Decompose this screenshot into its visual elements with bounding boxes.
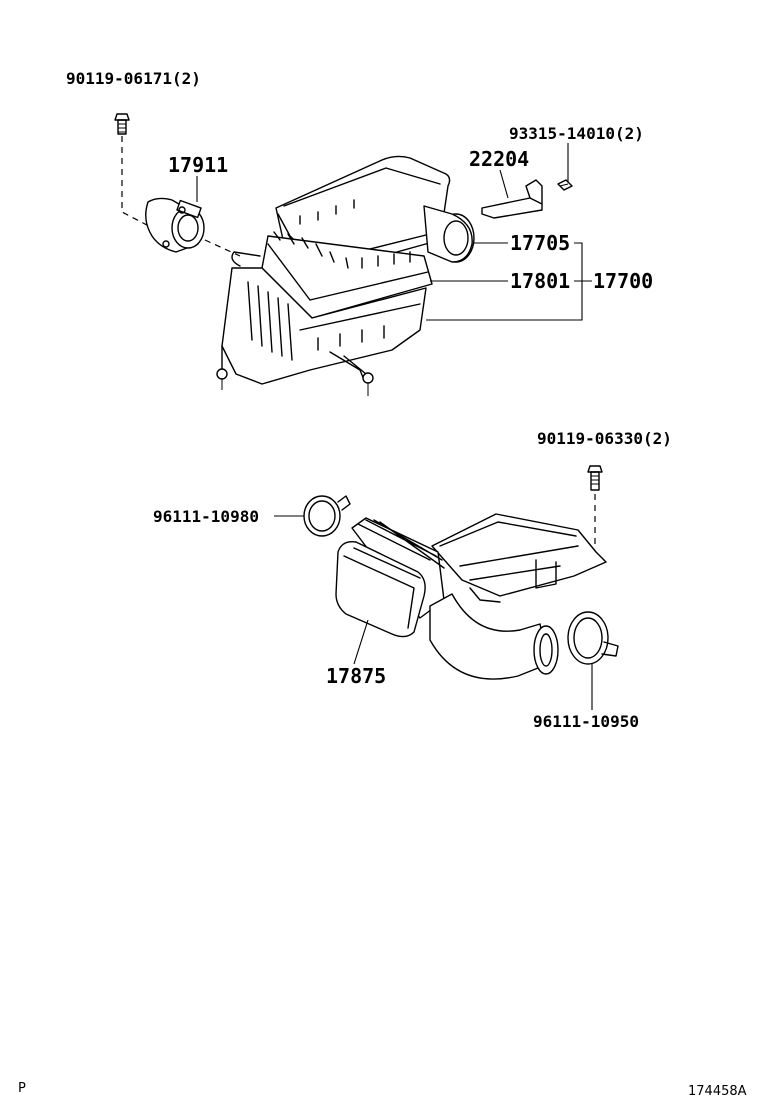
bolt-mid-part <box>587 465 603 491</box>
label-clamp-left: 96111-10980 <box>153 507 259 526</box>
screw-part <box>557 179 573 191</box>
label-clamp-right: 96111-10950 <box>533 712 639 731</box>
label-bolt-mid: 90119-06330(2) <box>537 429 672 448</box>
intake-hose-part <box>335 513 607 680</box>
sensor-part <box>145 197 205 253</box>
cleaner-case-part <box>216 251 427 396</box>
figure-code: 174458A <box>688 1084 747 1099</box>
label-clip: 22204 <box>469 147 529 171</box>
label-element: 17801 <box>510 269 570 293</box>
filter-element-part <box>261 231 433 319</box>
leader-assembly-bracket <box>426 242 592 321</box>
label-hose: 17875 <box>326 664 386 688</box>
label-screw: 93315-14010(2) <box>509 124 644 143</box>
label-sensor: 17911 <box>168 153 228 177</box>
clamp-right-part <box>567 611 619 665</box>
page-mark: P <box>18 1081 26 1096</box>
clamp-left-part <box>303 495 351 537</box>
leader-clip <box>499 169 509 199</box>
label-bolt-top: 90119-06171(2) <box>66 69 201 88</box>
leader-hose <box>353 619 369 665</box>
bolt-top-part <box>114 113 130 135</box>
label-assembly: 17700 <box>593 269 653 293</box>
label-cap: 17705 <box>510 231 570 255</box>
clip-part <box>481 179 543 219</box>
